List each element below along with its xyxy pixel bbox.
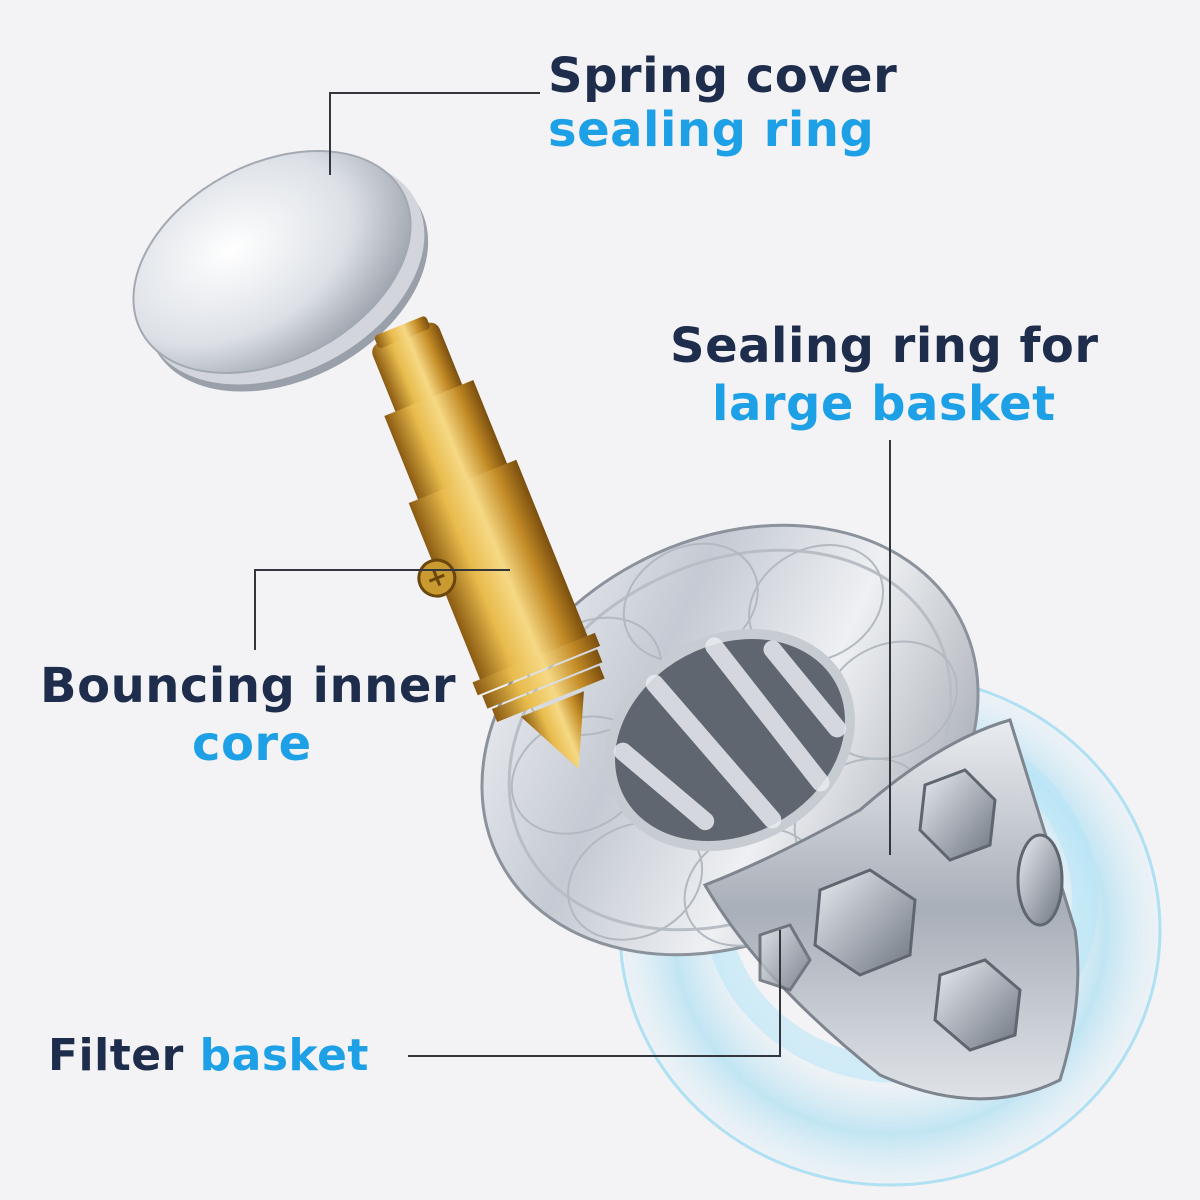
filter-basket-leader xyxy=(408,930,781,1057)
filter-basket-label-blue: basket xyxy=(199,1030,369,1081)
bouncing-core-label-blue: core xyxy=(192,716,312,772)
spring-cover xyxy=(132,150,429,392)
bouncing-core-label-dark: Bouncing inner xyxy=(40,658,457,714)
sealing-ring-label-dark: Sealing ring for xyxy=(670,318,1099,374)
spring-cover-label: Spring cover sealing ring xyxy=(548,52,897,154)
sealing-ring-label: Sealing ring for large basket xyxy=(670,322,1099,428)
filter-basket-label: Filter basket xyxy=(48,1034,369,1078)
bouncing-core-label: Bouncing inner core xyxy=(40,662,456,768)
filter-basket xyxy=(702,718,1080,1101)
spring-cover-label-blue: sealing ring xyxy=(548,102,875,158)
brass-core xyxy=(372,316,605,769)
filter-basket-label-dark: Filter xyxy=(48,1030,184,1081)
bouncing-core-leader xyxy=(254,569,510,650)
spring-cover-leader xyxy=(329,92,540,175)
leader-lines xyxy=(254,92,891,1057)
sealing-ring-label-blue: large basket xyxy=(712,376,1056,432)
spring-cover-label-dark: Spring cover xyxy=(548,48,898,104)
